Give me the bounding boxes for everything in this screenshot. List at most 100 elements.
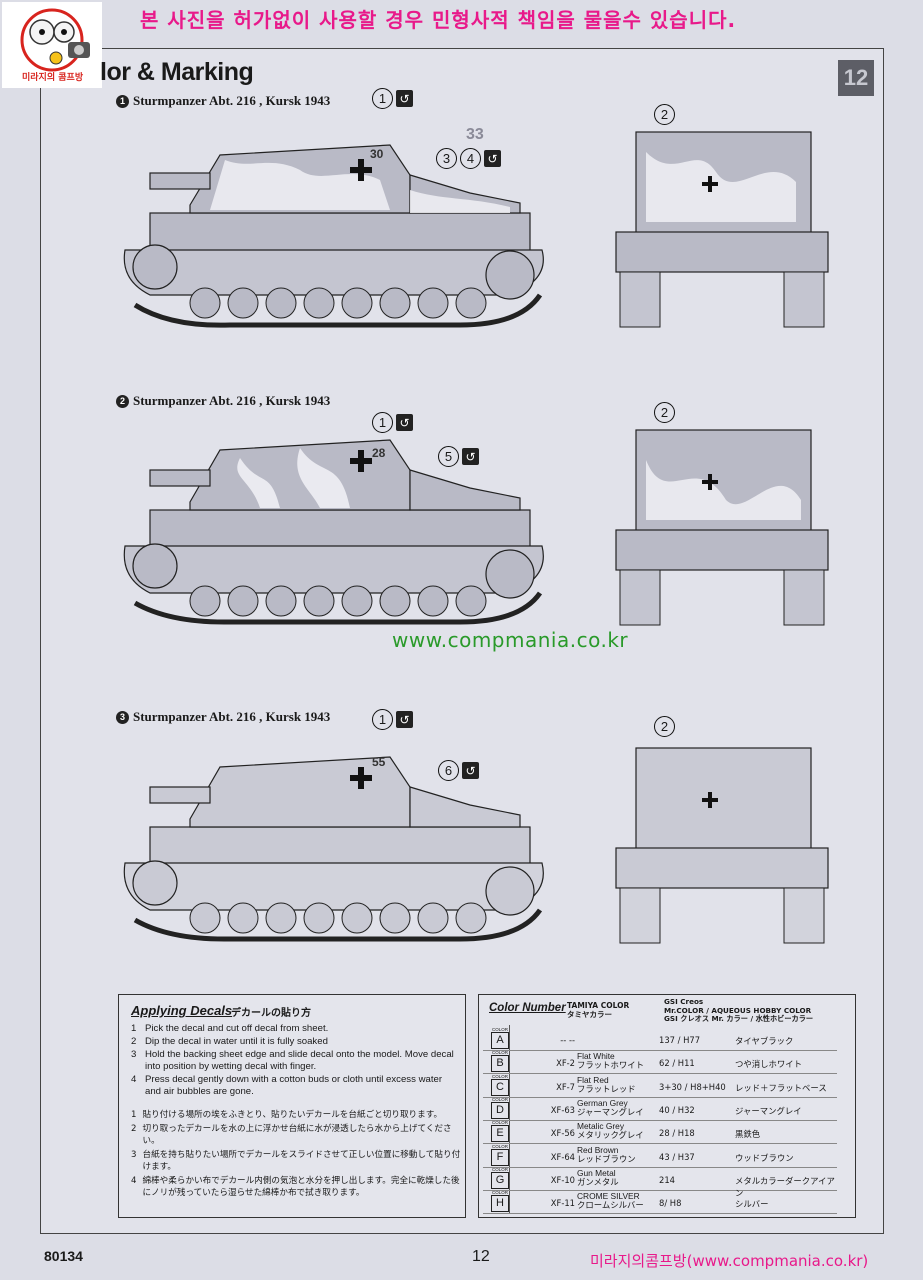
scheme-2-rear-callout-2: 2 (654, 402, 675, 423)
gsi-column-header: GSI Creos Mr.COLOR / AQUEOUS HOBBY COLOR… (664, 997, 814, 1023)
water-slide-icon: ↺ (396, 414, 413, 431)
scheme-3-side-view (123, 756, 544, 942)
gsi-color-name: タイヤブラック (735, 1036, 794, 1046)
gsi-code: 3+30 / H8+H40 (659, 1081, 726, 1092)
water-slide-icon: ↺ (396, 711, 413, 728)
scheme-2-decal-callout-5: 5 ↺ (438, 446, 479, 467)
watermark-logo: 미라지의 콤프방 (2, 2, 102, 88)
color-code-chip: C (491, 1078, 509, 1096)
scheme-1-side-view (123, 144, 544, 328)
scheme-1-label: 1 Sturmpanzer Abt. 216 , Kursk 1943 (116, 93, 330, 109)
chip-caption: COLOR (492, 1143, 509, 1149)
gsi-color-name: メタルカラーダークアイアン (735, 1175, 835, 1198)
gsi-color-name: つや消しホワイト (735, 1059, 802, 1070)
scheme-2-number: 2 (116, 394, 129, 408)
decal-number-circle: 1 (372, 709, 393, 730)
gsi-code: 40 / H32 (659, 1104, 695, 1115)
water-slide-icon: ↺ (462, 762, 479, 779)
scheme-1-turret-number: 30 (370, 147, 384, 161)
decal-number-circle: 3 (436, 148, 457, 169)
color-code-chip: B (491, 1055, 509, 1073)
gsi-color-name: シルバー (735, 1199, 769, 1210)
chip-caption: COLOR (492, 1073, 509, 1079)
gsi-code: 43 / H37 (659, 1151, 695, 1162)
color-code-chip: D (491, 1101, 509, 1119)
table-divider (509, 1025, 510, 1213)
applying-decals-title-jp: デカールの貼り方 (231, 1008, 311, 1019)
logo-caption: 미라지의 콤프방 (22, 73, 84, 83)
chip-caption: COLOR (492, 1027, 509, 1032)
gsi-color-name: レッド＋フラットベース (735, 1082, 827, 1093)
chip-caption: COLOR (492, 1190, 509, 1196)
gsi-color-name: 黒鉄色 (735, 1129, 761, 1140)
scheme-2-side-view (123, 439, 544, 625)
color-number-title: Color Number (489, 1002, 566, 1014)
scheme-3-decal-callout-6: 6 ↺ (438, 760, 479, 781)
tamiya-code: XF-7 (556, 1081, 575, 1092)
water-slide-icon: ↺ (396, 90, 413, 107)
tamiya-column-header: TAMIYA COLOR タミヤカラー (567, 1001, 630, 1019)
decal-number-circle: 2 (654, 104, 675, 125)
scheme-3-number: 3 (116, 710, 129, 724)
chip-caption: COLOR (492, 1050, 509, 1056)
scheme-1-number: 1 (116, 94, 129, 108)
scheme-2-rear-view (615, 429, 829, 626)
scheme-3-rear-view (615, 747, 829, 944)
applying-decals-title: Applying Decals (131, 1003, 233, 1018)
decal-number-circle: 2 (654, 716, 675, 737)
color-code-chip: G (491, 1171, 509, 1189)
color-number-table: Color Number TAMIYA COLOR タミヤカラー GSI Cre… (478, 994, 856, 1218)
scheme-2-label: 2 Sturmpanzer Abt. 216 , Kursk 1943 (116, 393, 330, 409)
scheme-2-title: Sturmpanzer Abt. 216 , Kursk 1943 (133, 393, 331, 408)
page-number: 12 (472, 1248, 490, 1265)
scheme-3-rear-callout-2: 2 (654, 716, 675, 737)
decal-number-circle: 5 (438, 446, 459, 467)
track-assembly (123, 543, 544, 625)
gsi-code: 214 (659, 1174, 675, 1185)
chip-caption: COLOR (492, 1120, 509, 1126)
product-code: 80134 (44, 1248, 83, 1264)
gsi-code: 62 / H11 (659, 1058, 695, 1069)
scheme-1-rear-callout-2: 2 (654, 104, 675, 125)
scheme-2-decal-callout-1: 1 ↺ (372, 412, 413, 433)
tamiya-code: XF-56 (550, 1128, 575, 1139)
copyright-warning-banner: 본 사진을 허가없이 사용할 경우 민형사적 책임을 물을수 있습니다. (140, 8, 737, 32)
color-code-chip: H (491, 1195, 509, 1213)
tamiya-code: XF-63 (550, 1104, 575, 1115)
gsi-color-name: ウッドブラウン (735, 1152, 794, 1163)
color-code-chip: F (491, 1148, 509, 1166)
chip-caption: COLOR (492, 1096, 509, 1102)
gsi-color-name: ジャーマングレイ (735, 1105, 802, 1116)
scheme-3-label: 3 Sturmpanzer Abt. 216 , Kursk 1943 (116, 709, 330, 725)
decal-number-circle: 1 (372, 88, 393, 109)
decal-number-circle: 4 (460, 148, 481, 169)
chip-caption: COLOR (492, 1166, 509, 1172)
decal-number-circle: 6 (438, 760, 459, 781)
gsi-code: 28 / H18 (659, 1128, 695, 1139)
water-slide-icon: ↺ (462, 448, 479, 465)
scheme-1-decal-callout-3-4: 3 4 ↺ (436, 148, 501, 169)
color-code-chip: E (491, 1125, 509, 1143)
scheme-3-turret-number: 55 (372, 755, 386, 769)
tamiya-code: XF-11 (550, 1198, 575, 1209)
